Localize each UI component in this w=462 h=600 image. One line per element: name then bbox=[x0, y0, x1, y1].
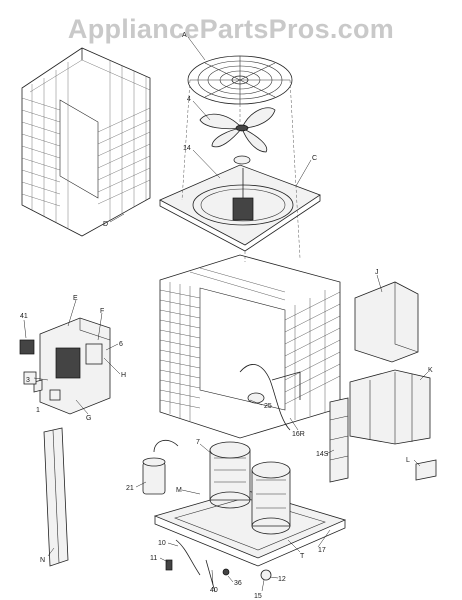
condenser-coil-fins bbox=[159, 267, 341, 421]
compressor-right bbox=[251, 461, 291, 535]
refrigerant-tubing bbox=[239, 364, 301, 431]
label-4: 4 bbox=[187, 96, 191, 103]
label-1: 1 bbox=[36, 407, 40, 414]
capacitor bbox=[142, 439, 179, 495]
label-N: N bbox=[40, 557, 45, 564]
control-box bbox=[33, 317, 111, 415]
label-J: J bbox=[375, 269, 379, 276]
label-M: M bbox=[176, 487, 182, 494]
label-14S: 14S bbox=[316, 451, 329, 458]
fan-guard-grille bbox=[187, 55, 293, 105]
label-36: 36 bbox=[234, 580, 242, 587]
coil-guard-mesh bbox=[21, 59, 151, 228]
label-T: T bbox=[300, 553, 305, 560]
label-17: 17 bbox=[318, 547, 326, 554]
label-plate bbox=[415, 459, 437, 481]
watermark: AppliancePartsPros.com bbox=[67, 14, 395, 44]
base-hardware bbox=[165, 539, 272, 593]
label-11: 11 bbox=[150, 555, 157, 562]
label-A: A bbox=[182, 32, 187, 39]
fan-blade bbox=[199, 107, 276, 165]
label-3: 3 bbox=[26, 377, 30, 384]
label-C: C bbox=[312, 155, 317, 162]
label-10: 10 bbox=[158, 540, 166, 547]
label-L: L bbox=[406, 457, 410, 464]
label-E: E bbox=[73, 295, 78, 302]
corner-panel bbox=[349, 369, 431, 445]
top-panel bbox=[159, 164, 321, 252]
label-12: 12 bbox=[278, 576, 286, 583]
label-21: 21 bbox=[126, 485, 134, 492]
leader-lines bbox=[23, 36, 429, 592]
access-panel bbox=[354, 281, 419, 363]
label-G: G bbox=[86, 415, 91, 422]
tube-rack bbox=[329, 397, 349, 483]
label-15: 15 bbox=[254, 593, 262, 600]
label-41: 41 bbox=[20, 313, 28, 320]
label-F: F bbox=[100, 308, 104, 315]
compressor-left bbox=[209, 441, 251, 509]
label-25: 25 bbox=[264, 403, 272, 410]
label-D: D bbox=[103, 221, 108, 228]
callout-labels: A 4 14 C D E F 6 H 41 3 1 G J K L 25 16R… bbox=[20, 32, 433, 600]
coil-guard bbox=[21, 47, 151, 237]
contactor-part bbox=[19, 339, 37, 385]
corner-post bbox=[43, 427, 69, 567]
condenser-coil bbox=[159, 254, 341, 439]
label-H: H bbox=[121, 372, 126, 379]
label-K: K bbox=[428, 367, 433, 374]
label-7: 7 bbox=[196, 439, 200, 446]
label-16R: 16R bbox=[292, 431, 305, 438]
label-40: 40 bbox=[210, 587, 218, 594]
label-14: 14 bbox=[183, 145, 191, 152]
label-6: 6 bbox=[119, 341, 123, 348]
